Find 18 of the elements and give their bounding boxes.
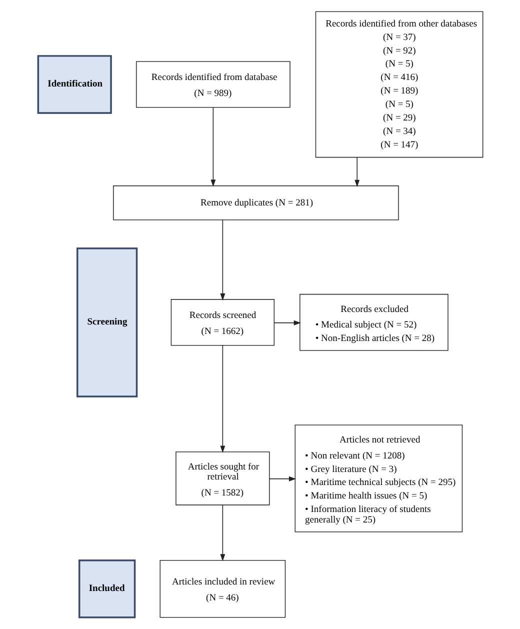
- node-box: Articles sought for retrieval (N = 1582): [175, 452, 270, 506]
- node-box: Included: [78, 560, 136, 618]
- node-box: Records excluded • Medical subject (N = 52) • Non-English articles (N = 28): [299, 294, 448, 351]
- node-box: Screening: [76, 248, 138, 398]
- arrow: [210, 107, 216, 187]
- arrow: [220, 345, 225, 453]
- node-box: Articles included in review (N = 46): [159, 560, 286, 618]
- arrow: [220, 220, 225, 301]
- arrow: [354, 157, 360, 187]
- node-box: Records identified from database (N = 989): [135, 61, 290, 108]
- node-box: Records identified from other databases (N = 37) (N = 92) (N = 5) (N = 416) (N = 189) (N = 5) (N = 29) (N = 34) (N = 147): [314, 11, 483, 158]
- node-box: Records screened (N = 1662): [170, 299, 274, 346]
- arrow: [220, 504, 225, 562]
- arrow: [273, 320, 300, 326]
- node-box: Identification: [36, 55, 112, 114]
- arrow: [268, 476, 296, 482]
- node-box: Remove duplicates (N = 281): [112, 185, 398, 220]
- node-box: Articles not retrieved • Non relevant (N = 1208) • Grey literature (N = 3) • Maritime technical subjects (N = 295) • Maritime health issues (N = 5) • Information literacy of students generally (N = 25): [294, 424, 462, 532]
